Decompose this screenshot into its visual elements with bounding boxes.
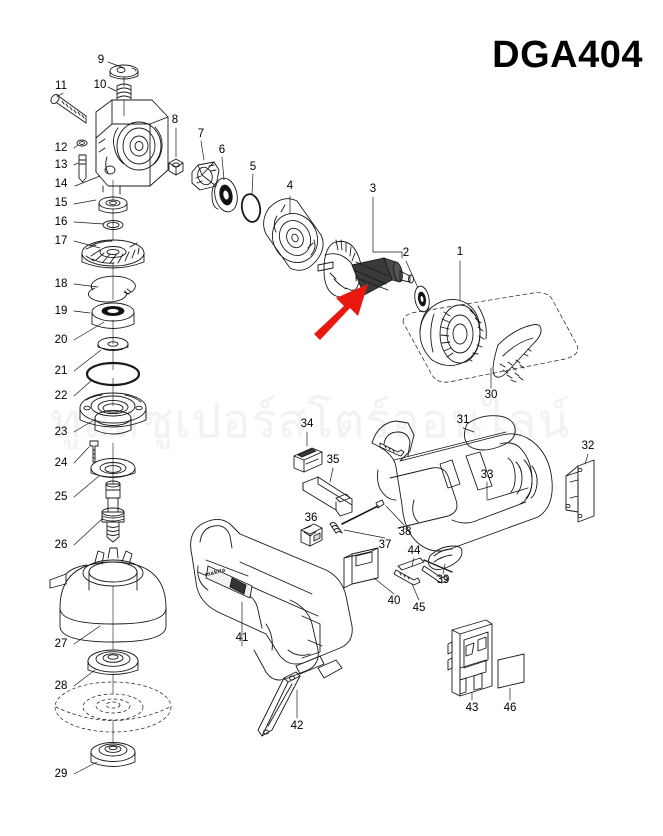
part-23-bearing-box [79, 392, 147, 435]
callout-45-connector-pins: 45 [412, 602, 426, 614]
part-46-caution-label [497, 653, 525, 689]
callout-20-ball-bearing-spindle-lower: 20 [54, 334, 68, 346]
part-3-armature-assembly [317, 239, 414, 298]
callout-2-ball-bearing-motor: 2 [402, 247, 410, 259]
part-34-switch-button [293, 447, 323, 473]
callout-15-ball-bearing-gear: 15 [54, 197, 68, 209]
callout-36-switch-lock: 36 [304, 512, 318, 524]
part-1b-magnet-bar [492, 324, 542, 383]
callout-16-retaining-ring-small: 16 [54, 216, 68, 228]
part-26-spindle [101, 480, 125, 543]
part-39-rubber-grommet [427, 545, 463, 571]
callout-3-armature-assembly: 3 [369, 183, 377, 195]
callout-13-shaft-lock-pin: 13 [54, 159, 68, 171]
callout-9-lock-lever-plate: 9 [97, 54, 105, 66]
part-29-lock-nut [90, 742, 136, 767]
part-40-controller-block [343, 547, 379, 589]
page-title: DGA404 [492, 34, 643, 76]
callout-41-housing-set-left: 41 [235, 632, 249, 644]
callout-4-motor-endplate: 4 [286, 180, 294, 192]
callout-34-switch-button: 34 [300, 418, 314, 430]
part-19-20-ball-bearing [91, 302, 135, 329]
callout-30-motor-unit-group: 30 [484, 389, 498, 401]
part-44-lead-wire [397, 557, 453, 573]
callout-43-terminal-block: 43 [465, 702, 479, 714]
callout-22-o-ring-large: 22 [54, 390, 68, 402]
callout-44-lead-wire: 44 [407, 545, 421, 557]
part-8-hex-nut [168, 158, 184, 176]
part-24-tapping-screw [89, 440, 99, 463]
callout-19-retaining-ring: 19 [54, 305, 68, 317]
part-7-pinion-gear [191, 161, 220, 191]
part-17-spiral-bevel-gear [81, 239, 145, 269]
part-9-lock-lever-plate [109, 64, 139, 80]
part-6-ball-bearing-spindle [211, 177, 238, 213]
part-38-switch-rod [341, 499, 385, 525]
part-41-housing-set-left [190, 519, 353, 681]
callout-10-compression-spring: 10 [93, 79, 107, 91]
callout-23-bearing-box: 23 [54, 426, 68, 438]
part-1-stator-assembly [419, 298, 487, 366]
callout-11-pan-head-screw: 11 [55, 80, 67, 92]
callout-29-lock-nut: 29 [54, 768, 68, 780]
part-14-gear-housing [95, 99, 169, 195]
callout-39-rubber-grommet: 39 [436, 574, 450, 586]
callout-1-stator-assembly: 1 [456, 246, 464, 258]
part-12-o-ring-shaft-lock [76, 139, 88, 147]
part-13-shaft-lock-pin [78, 154, 87, 183]
callout-7-pinion-gear: 7 [197, 128, 205, 140]
callout-32-rear-cover-bracket: 32 [581, 440, 595, 452]
part-30-motor-unit-group [402, 292, 579, 383]
part-5-o-ring-small [240, 193, 262, 223]
callout-37-torsion-spring: 37 [378, 539, 392, 551]
callout-5-o-ring-small: 5 [249, 161, 257, 173]
callout-31-name-plate: 31 [456, 414, 470, 426]
callout-33-housing-set-right: 33 [480, 469, 494, 481]
part-28-inner-flange [87, 649, 139, 675]
callout-18-ring-gear-set: 18 [54, 278, 68, 290]
part-4-motor-endplate [263, 198, 324, 271]
callout-12-o-ring-shaft-lock: 12 [54, 142, 68, 154]
callout-38-switch-rod: 38 [398, 526, 412, 538]
part-11-pan-head-screw [50, 93, 87, 124]
callout-26-spindle: 26 [54, 539, 68, 551]
part-35-slide-switch-lever [302, 476, 353, 517]
part-43-terminal-block [447, 619, 493, 697]
callout-46-caution-label: 46 [503, 702, 517, 714]
part-27-wheel-guard [49, 547, 167, 643]
part-32-rear-cover-bracket [565, 459, 595, 523]
callout-40-controller-block: 40 [387, 595, 401, 607]
part-2-ball-bearing-motor [414, 285, 430, 313]
part-18-retaining-ring [88, 275, 136, 303]
callout-42-battery-lock-bar: 42 [290, 720, 304, 732]
callout-24-tapping-screw: 24 [54, 457, 68, 469]
callout-25-seal-washer: 25 [54, 491, 68, 503]
part-45-connector-pins [393, 565, 449, 586]
part-33-housing-set-right [371, 420, 553, 552]
callout-8-hex-nut: 8 [171, 114, 179, 126]
callout-14-gear-housing: 14 [54, 178, 68, 190]
callout-27-wheel-guard: 27 [54, 638, 68, 650]
callout-21-flat-washer: 21 [54, 365, 68, 377]
callout-35-slide-switch-lever: 35 [326, 454, 340, 466]
callout-6-ball-bearing-spindle: 6 [218, 144, 226, 156]
callout-17-spiral-bevel-gear: 17 [54, 235, 68, 247]
part-37-torsion-spring [329, 522, 343, 534]
red-pointer-arrow [314, 284, 368, 340]
part-36-switch-lock [300, 523, 323, 547]
part-31-screw [379, 442, 405, 457]
part-42-battery-lock-bar [257, 671, 301, 737]
part-31-name-plate [464, 415, 516, 451]
callout-28-inner-flange: 28 [54, 680, 68, 692]
